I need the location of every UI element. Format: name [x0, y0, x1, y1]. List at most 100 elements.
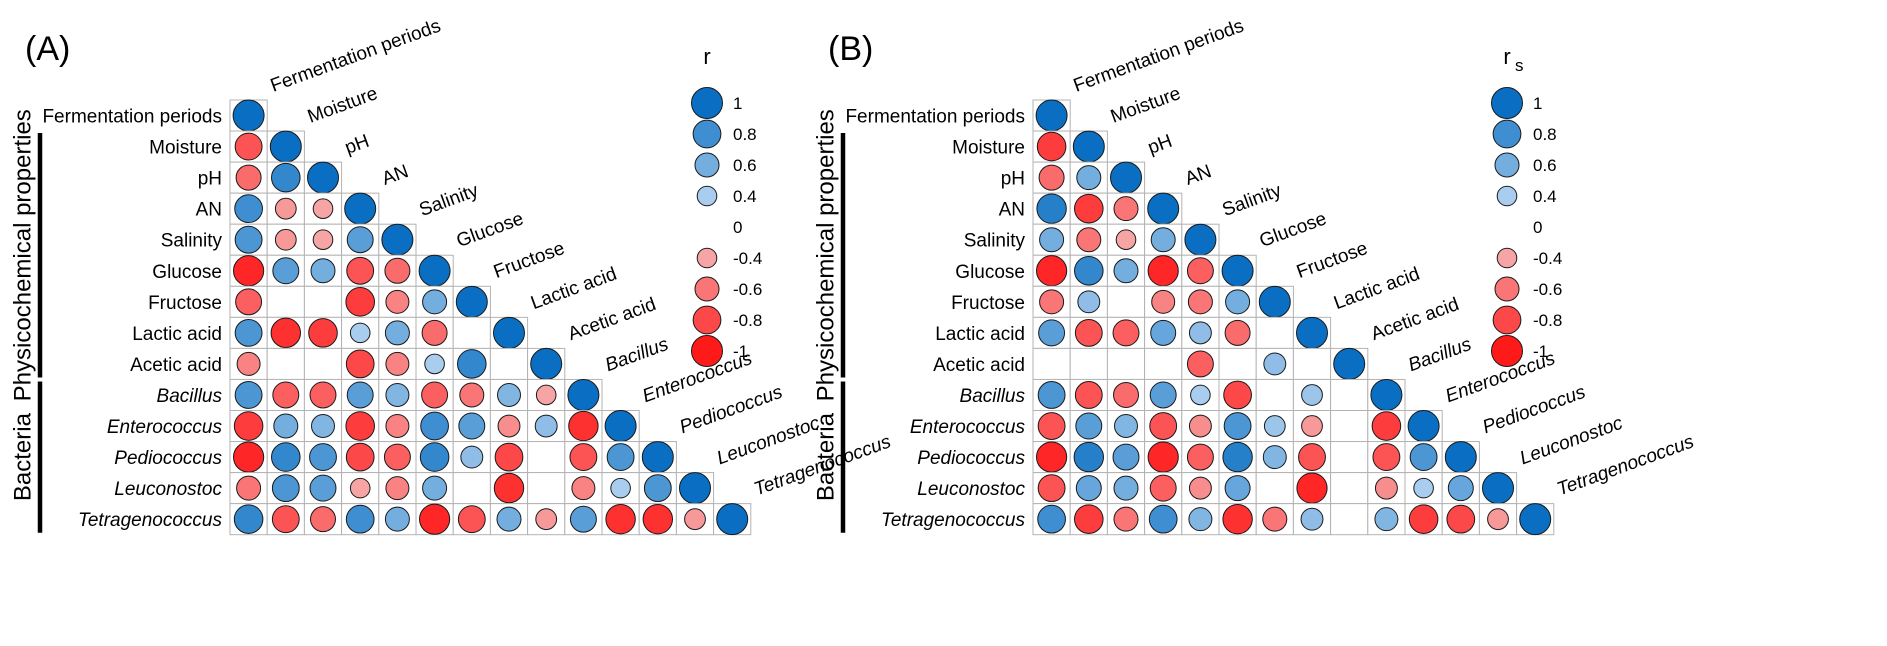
correlation-circle	[312, 198, 334, 219]
grid-cell	[1255, 316, 1294, 349]
correlation-circle	[1446, 504, 1476, 534]
legend-circle	[696, 185, 718, 207]
correlation-circle	[1224, 319, 1251, 346]
correlation-circle	[1221, 254, 1254, 287]
correlation-circle	[1112, 319, 1140, 347]
correlation-circle	[308, 318, 338, 348]
correlation-circle	[235, 164, 262, 191]
correlation-circle	[458, 412, 486, 440]
correlation-circle	[345, 411, 375, 441]
row-label: Fermentation periods	[42, 107, 222, 128]
column-label: Fermentation periods	[1071, 16, 1247, 97]
correlation-circle	[1038, 164, 1065, 191]
correlation-circle	[235, 288, 263, 316]
correlation-circle	[1039, 227, 1065, 253]
correlation-circle	[1074, 255, 1104, 286]
row-label: Fermentation periods	[845, 107, 1025, 128]
grid-cell	[1069, 347, 1108, 380]
correlation-circle	[530, 347, 563, 380]
grid-cell	[1330, 472, 1369, 505]
panel-letter: (B)	[828, 30, 873, 68]
correlation-circle	[1186, 350, 1214, 378]
row-label: AN	[196, 200, 222, 221]
correlation-circle	[1188, 414, 1212, 438]
column-label: Lactic acid	[528, 264, 620, 314]
correlation-circle	[1186, 443, 1214, 471]
grid-cell	[1218, 347, 1257, 380]
legend-value: 0	[1533, 218, 1542, 237]
correlation-circle	[1222, 503, 1253, 535]
correlation-circle	[1263, 352, 1287, 376]
correlation-circle	[271, 505, 300, 534]
correlation-circle	[1262, 445, 1287, 470]
correlation-circle	[1113, 381, 1139, 408]
correlation-circle	[1036, 131, 1067, 162]
correlation-circle	[1408, 504, 1439, 534]
correlation-circle	[534, 414, 558, 438]
correlation-circle	[1148, 504, 1178, 534]
correlation-circle	[385, 351, 410, 376]
correlation-circle	[1519, 503, 1552, 536]
column-label: Lactic acid	[1331, 264, 1423, 314]
group-label: Bacteria	[813, 412, 840, 501]
correlation-circle	[643, 474, 672, 503]
correlation-circle	[1037, 504, 1066, 534]
correlation-circle	[274, 228, 297, 251]
row-label: Lactic acid	[132, 324, 222, 345]
correlation-circle	[234, 225, 263, 254]
correlation-grid	[229, 99, 752, 536]
column-label: Moisture	[305, 83, 381, 128]
correlation-circle	[569, 505, 597, 533]
row-label: Tetragenococcus	[78, 510, 223, 531]
correlation-circle	[1223, 412, 1252, 440]
correlation-circle	[232, 255, 265, 287]
correlation-circle	[346, 256, 375, 285]
correlation-circle	[345, 504, 375, 534]
correlation-circle	[1035, 441, 1068, 473]
correlation-circle	[346, 226, 374, 254]
legend-circle	[1491, 87, 1523, 119]
grid-cell	[1255, 378, 1294, 412]
correlation-circle	[274, 197, 297, 220]
correlation-circle	[606, 443, 635, 471]
correlation-circle	[1482, 472, 1514, 505]
correlation-circle	[236, 475, 262, 501]
row-label: Pediococcus	[917, 448, 1025, 469]
correlation-circle	[1190, 384, 1211, 406]
legend-value: 0.6	[733, 156, 757, 175]
correlation-circle	[271, 162, 301, 193]
correlation-circle	[310, 258, 336, 284]
correlation-circle	[309, 381, 337, 409]
row-label: Salinity	[161, 231, 223, 252]
correlation-circle	[1076, 227, 1102, 253]
row-label: Enterococcus	[107, 417, 223, 438]
grid-cell	[1330, 410, 1369, 443]
correlation-circle	[1149, 412, 1178, 440]
grid-cell	[1106, 285, 1146, 318]
correlation-circle	[1038, 319, 1066, 347]
correlation-circle	[460, 445, 484, 469]
correlation-circle	[1487, 508, 1509, 531]
correlation-circle	[236, 351, 261, 376]
correlation-circle	[1296, 316, 1328, 349]
correlation-circle	[459, 382, 485, 408]
correlation-circle	[1074, 193, 1104, 224]
row-label: Fructose	[951, 293, 1025, 314]
legend: r10.80.60.40-0.4-0.6-0.8-1	[691, 44, 762, 367]
correlation-circle	[424, 353, 445, 375]
correlation-circle	[271, 442, 301, 472]
group-label: Bacteria	[10, 412, 37, 501]
row-label: Lactic acid	[935, 324, 1025, 345]
correlation-circle	[419, 442, 450, 472]
correlation-circle	[273, 413, 299, 439]
correlation-circle	[1113, 475, 1139, 501]
correlation-circle	[233, 411, 264, 441]
correlation-circle	[384, 320, 410, 346]
grid-cell	[1144, 347, 1183, 380]
column-label: Fructose	[491, 238, 568, 283]
legend-value: 0.8	[733, 125, 757, 144]
correlation-circle	[1074, 504, 1104, 534]
column-label: Salinity	[1220, 180, 1285, 221]
correlation-circle	[1298, 443, 1326, 471]
grid-cell	[1106, 347, 1146, 380]
